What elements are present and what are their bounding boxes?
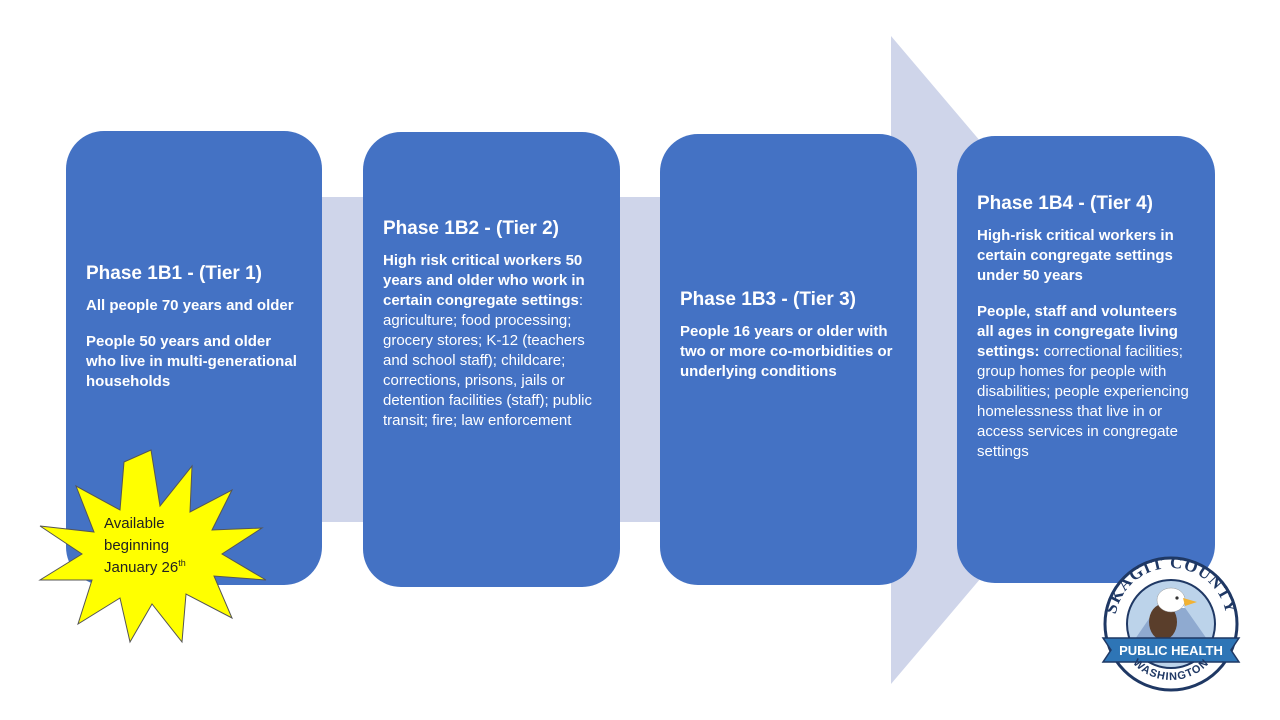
- skagit-county-public-health-logo: SKAGIT COUNTY PUBLIC HEALTH WASHINGTON: [1101, 553, 1241, 692]
- phase-card-1b2: Phase 1B2 - (Tier 2) High risk critical …: [363, 132, 620, 587]
- phase-item: All people 70 years and older: [86, 296, 294, 314]
- availability-date: January 26th: [104, 557, 186, 579]
- phase-description-detail: : agriculture; food processing; grocery …: [383, 291, 592, 429]
- starburst-icon: [38, 449, 267, 644]
- availability-line: Available: [104, 515, 165, 532]
- phase-description-detail: correctional facilities; group homes for…: [977, 342, 1189, 460]
- phase-title: Phase 1B2 - (Tier 2): [383, 218, 560, 239]
- availability-note: Available beginning January 26th: [104, 513, 186, 579]
- phase-item: High-risk critical workers in certain co…: [977, 226, 1174, 284]
- phase-title: Phase 1B4 - (Tier 4): [977, 193, 1154, 214]
- phase-description: High risk critical workers 50 years and …: [383, 251, 602, 431]
- phase-description: People, staff and volunteers all ages in…: [977, 302, 1197, 462]
- phase-card-1b4: Phase 1B4 - (Tier 4) High-risk critical …: [957, 136, 1215, 583]
- logo-banner-text: PUBLIC HEALTH: [1119, 643, 1223, 658]
- availability-line: beginning: [104, 537, 170, 554]
- availability-date-suffix: th: [178, 558, 186, 568]
- phase-card-1b3: Phase 1B3 - (Tier 3) People 16 years or …: [660, 134, 917, 585]
- phase-description-lead: High risk critical workers 50 years and …: [383, 251, 585, 309]
- phase-item: People 16 years or older with two or mor…: [680, 322, 893, 380]
- phase-item: People 50 years and older who live in mu…: [86, 332, 297, 390]
- availability-date-text: January 26: [104, 559, 179, 576]
- phase-title: Phase 1B3 - (Tier 3): [680, 289, 857, 310]
- phase-title: Phase 1B1 - (Tier 1): [86, 263, 263, 284]
- phase-description-lead: People, staff and volunteers all ages in…: [977, 302, 1178, 360]
